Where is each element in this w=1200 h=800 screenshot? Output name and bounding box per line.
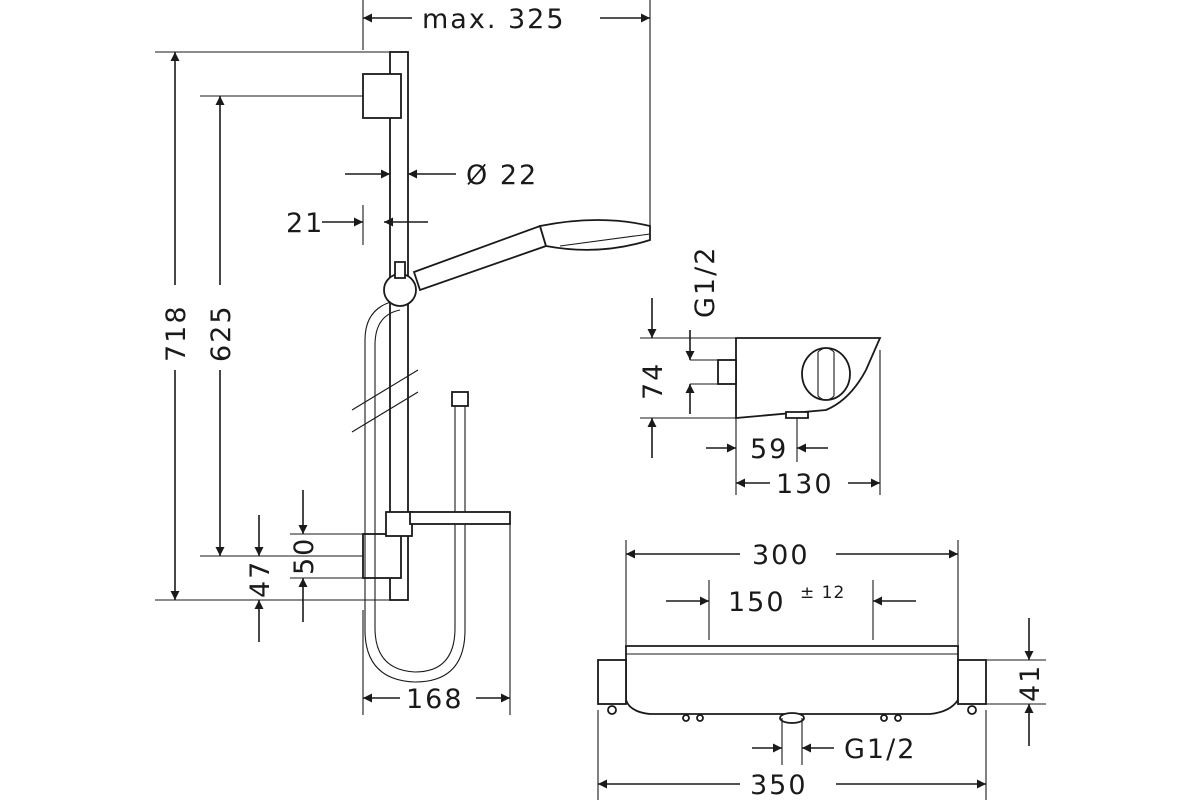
label-max-reach: max. 325 bbox=[422, 4, 566, 35]
dimension-total-height: 718 bbox=[155, 51, 390, 601]
shower-shelf bbox=[409, 511, 511, 525]
slider-pin bbox=[394, 261, 406, 279]
right-connector-screw bbox=[967, 705, 977, 715]
dimension-body-height: 41 bbox=[986, 618, 1046, 746]
label-shelf-width: 168 bbox=[406, 684, 464, 715]
label-width-total: 350 bbox=[750, 770, 808, 800]
thermostat-side-knob bbox=[801, 347, 851, 401]
label-bracket-height: 50 bbox=[289, 537, 320, 575]
thermostat-vent-1 bbox=[682, 714, 690, 722]
dimension-max-reach: max. 325 bbox=[362, 0, 651, 230]
label-bracket-offset: 47 bbox=[245, 560, 276, 598]
bottom-wall-bracket bbox=[362, 533, 402, 579]
thermostat-side-outlet bbox=[785, 411, 809, 419]
dimension-rail-diameter: Ø 22 bbox=[345, 150, 538, 200]
dimension-bracket-height: 50 bbox=[289, 490, 363, 622]
thermostat-bottom-outlet bbox=[779, 712, 805, 724]
hand-shower-head bbox=[538, 219, 651, 251]
thermostat-side-inlet bbox=[717, 359, 737, 385]
dimension-connection-side: G1/2 bbox=[685, 246, 721, 414]
thermostat-front-view bbox=[597, 645, 987, 724]
shower-set-drawing bbox=[351, 51, 651, 683]
hand-shower-handle bbox=[412, 224, 548, 292]
dimension-connection-spacing: 150 ± 12 bbox=[666, 580, 916, 640]
dimension-bracket-spacing: 625 bbox=[200, 95, 363, 557]
dimension-thermostat-depth: 130 bbox=[736, 350, 881, 500]
thermostat-vent-3 bbox=[880, 714, 888, 722]
thermostat-left-connector bbox=[597, 659, 627, 705]
rail-break-mark-top bbox=[351, 369, 419, 411]
thermostat-front-body bbox=[625, 645, 959, 715]
label-bracket-spacing: 625 bbox=[206, 304, 237, 362]
shower-rail bbox=[389, 51, 409, 601]
label-body-height: 41 bbox=[1015, 664, 1046, 702]
label-connection-tolerance: ± 12 bbox=[800, 583, 845, 603]
hose-connector bbox=[451, 391, 469, 407]
thermostat-vent-2 bbox=[696, 714, 704, 722]
top-wall-bracket bbox=[362, 73, 402, 119]
label-total-height: 718 bbox=[161, 304, 192, 362]
label-thermostat-depth: 130 bbox=[776, 469, 834, 500]
label-width-inner: 300 bbox=[752, 540, 810, 571]
thermostat-side-knob-grip bbox=[817, 347, 835, 401]
thermostat-right-connector bbox=[957, 659, 987, 705]
label-outlet-depth: 59 bbox=[750, 434, 788, 465]
shower-hose bbox=[364, 299, 466, 683]
hand-shower-spray-face bbox=[559, 233, 651, 247]
dimension-rail-offset: 21 bbox=[286, 205, 428, 245]
dimension-outlet-depth: 59 bbox=[706, 418, 828, 495]
dimension-bracket-offset: 47 bbox=[245, 515, 276, 642]
label-thermostat-height: 74 bbox=[638, 362, 669, 400]
thermostat-vent-4 bbox=[894, 714, 902, 722]
label-rail-offset: 21 bbox=[286, 208, 324, 239]
dimension-shelf-width: 168 bbox=[362, 524, 511, 715]
shower-hose-inner bbox=[374, 309, 456, 673]
dimension-width-inner: 300 bbox=[625, 540, 959, 646]
dimension-connection-bottom: G1/2 bbox=[752, 718, 916, 765]
label-rail-diameter: Ø 22 bbox=[466, 160, 538, 191]
dimension-thermostat-height: 74 bbox=[638, 298, 736, 458]
label-connection-spacing: 150 bbox=[728, 587, 786, 618]
thermostat-side-view bbox=[717, 337, 882, 419]
dimension-width-total: 350 bbox=[597, 710, 987, 800]
rail-break-mark-bottom bbox=[351, 391, 419, 433]
shower-shelf-holder bbox=[385, 511, 413, 537]
label-connection-side: G1/2 bbox=[690, 246, 721, 318]
left-connector-screw bbox=[607, 705, 617, 715]
label-connection-bottom: G1/2 bbox=[844, 734, 916, 765]
